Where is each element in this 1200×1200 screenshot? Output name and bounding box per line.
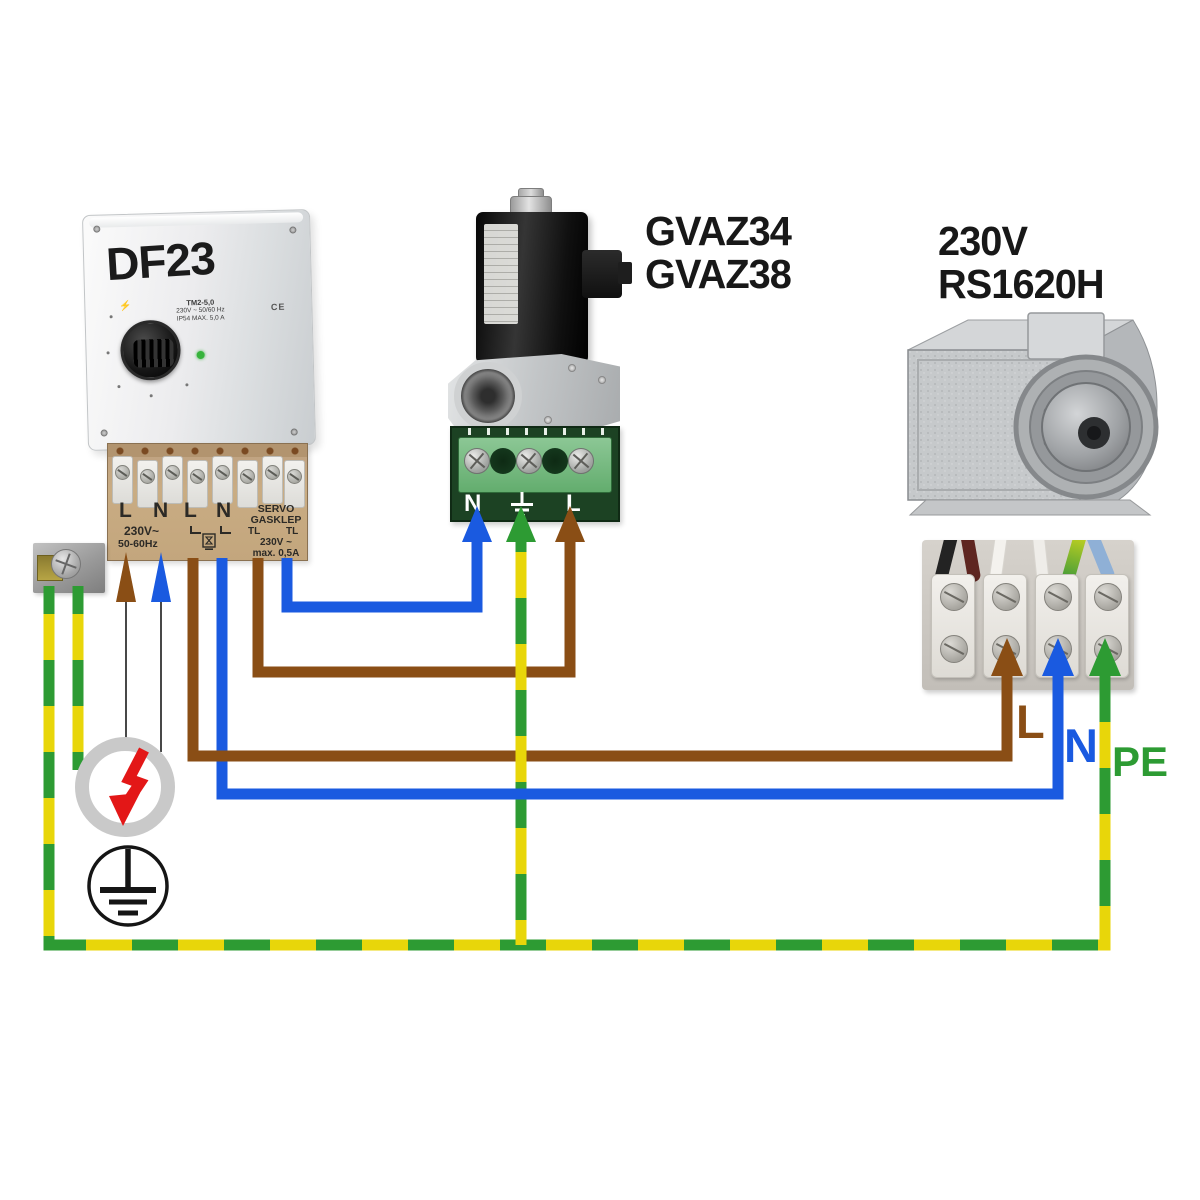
fan-blower xyxy=(907,312,1159,516)
fan-terminal-column xyxy=(1085,574,1129,678)
valve-terminal-hole xyxy=(490,448,516,474)
valve-bolt xyxy=(544,416,552,424)
fan-model: RS1620H xyxy=(938,261,1105,307)
arrow-fan-earth xyxy=(1089,638,1121,676)
wire-pe-bus xyxy=(43,586,1111,951)
wire-hole-strip xyxy=(108,444,307,457)
terminal-unit xyxy=(162,456,183,504)
valve-model-bottom: GVAZ38 xyxy=(645,251,792,297)
timer-icon xyxy=(202,533,216,550)
terminal-label-l1: L xyxy=(119,499,132,522)
servo-caption-1: SERVO xyxy=(257,503,295,515)
lightning-arrowhead xyxy=(109,793,140,826)
df23-terminal-block: L N L N 230V~ 50-60Hz SERVO GASKLEP TL T… xyxy=(107,443,308,561)
arrow-fan-neutral xyxy=(1042,638,1074,676)
fan-terminal-column xyxy=(931,574,975,678)
arrow-fan-live xyxy=(991,638,1023,676)
servo-voltage: 230V ~ xyxy=(260,537,292,548)
valve-terminal-panel xyxy=(458,437,612,493)
valve-connector-gland xyxy=(618,262,632,284)
earth-ground-icon xyxy=(87,845,169,927)
valve-coil-label xyxy=(484,224,518,324)
terminal-label-n2: N xyxy=(216,499,232,522)
terminal-unit xyxy=(137,460,158,508)
wire-pe-label: PE xyxy=(1112,738,1169,785)
valve-bolt xyxy=(598,376,606,384)
fan-voltage: 230V xyxy=(938,218,1028,264)
wire-l-label: L xyxy=(1016,695,1045,748)
fan-model-label: 230V RS1620H xyxy=(938,218,1105,307)
supply-ring xyxy=(75,737,175,837)
valve-terminal-screw xyxy=(516,448,542,474)
valve-terminal-hole xyxy=(542,448,568,474)
terminal-unit xyxy=(237,460,258,508)
wire-fan-live xyxy=(187,558,1013,762)
valve-model-top: GVAZ34 xyxy=(645,208,792,254)
arrow-valve-neutral xyxy=(462,506,492,542)
pcb-ticks xyxy=(452,428,618,435)
terminal-unit xyxy=(212,456,233,504)
valve-model-label: GVAZ34 GVAZ38 xyxy=(645,208,792,297)
terminal-unit xyxy=(112,456,133,504)
wire-valve-neutral xyxy=(281,540,483,613)
gas-valve xyxy=(448,188,632,432)
servo-caption-2: GASKLEP xyxy=(250,514,302,526)
switch-symbol xyxy=(220,526,231,534)
valve-coil xyxy=(476,212,588,364)
wire-fan-neutral xyxy=(216,558,1064,800)
terminal-unit xyxy=(262,456,283,504)
terminal-unit xyxy=(187,460,208,508)
tl-left: TL xyxy=(248,526,261,537)
valve-terminal-screw xyxy=(568,448,594,474)
earth-screw xyxy=(51,549,81,579)
terminal-label-n1: N xyxy=(153,499,169,522)
valve-terminal-block: N L xyxy=(450,426,620,522)
terminal-frequency: 50-60Hz xyxy=(118,538,158,550)
terminal-label-l2: L xyxy=(184,499,197,522)
arrow-valve-earth xyxy=(506,506,536,542)
servo-current: max. 0,5A xyxy=(252,548,300,559)
wire-valve-live xyxy=(252,540,576,678)
valve-terminal-screw xyxy=(464,448,490,474)
valve-connector xyxy=(582,250,622,298)
arrow-supply-neutral xyxy=(151,552,171,602)
terminal-unit xyxy=(284,460,305,508)
terminal-voltage: 230V~ xyxy=(124,524,160,538)
arrow-valve-live xyxy=(555,506,585,542)
switch-symbol xyxy=(190,526,201,534)
valve-bolt xyxy=(568,364,576,372)
tl-right: TL xyxy=(286,526,299,537)
earth-terminal xyxy=(33,543,105,593)
lightning-icon xyxy=(121,747,149,808)
power-supply-icon xyxy=(75,737,175,837)
fan-terminal-block xyxy=(922,540,1134,690)
arrow-supply-live xyxy=(116,552,136,602)
wire-n-label: N xyxy=(1064,719,1098,772)
